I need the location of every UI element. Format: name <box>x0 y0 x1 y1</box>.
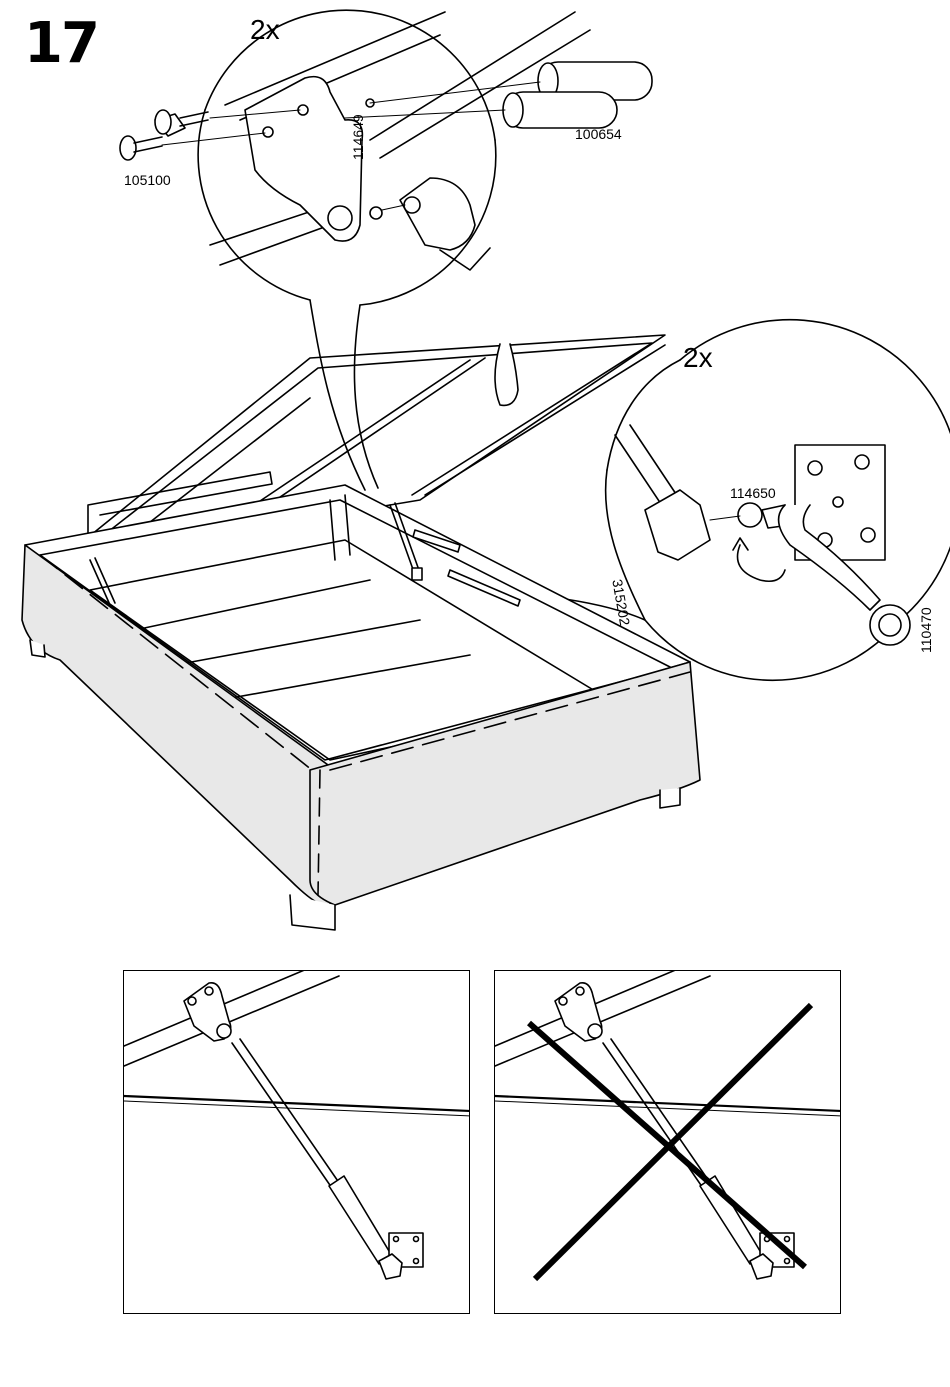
part-number-screw: 105100 <box>124 172 171 188</box>
part-number-dowel: 100654 <box>575 126 622 142</box>
panel-correct <box>123 970 470 1314</box>
bed-base <box>22 485 700 930</box>
quantity-label-right: 2x <box>683 342 713 374</box>
quantity-label-top: 2x <box>250 14 280 46</box>
part-number-ball-stud: 114650 <box>730 485 776 501</box>
part-number-bracket: 114649 <box>350 114 366 160</box>
cross-out-mark <box>529 1005 811 1279</box>
detail-circle-top <box>120 10 652 490</box>
part-number-wrench: 110470 <box>918 607 934 653</box>
main-illustration <box>0 0 950 950</box>
panel-incorrect <box>494 970 841 1314</box>
